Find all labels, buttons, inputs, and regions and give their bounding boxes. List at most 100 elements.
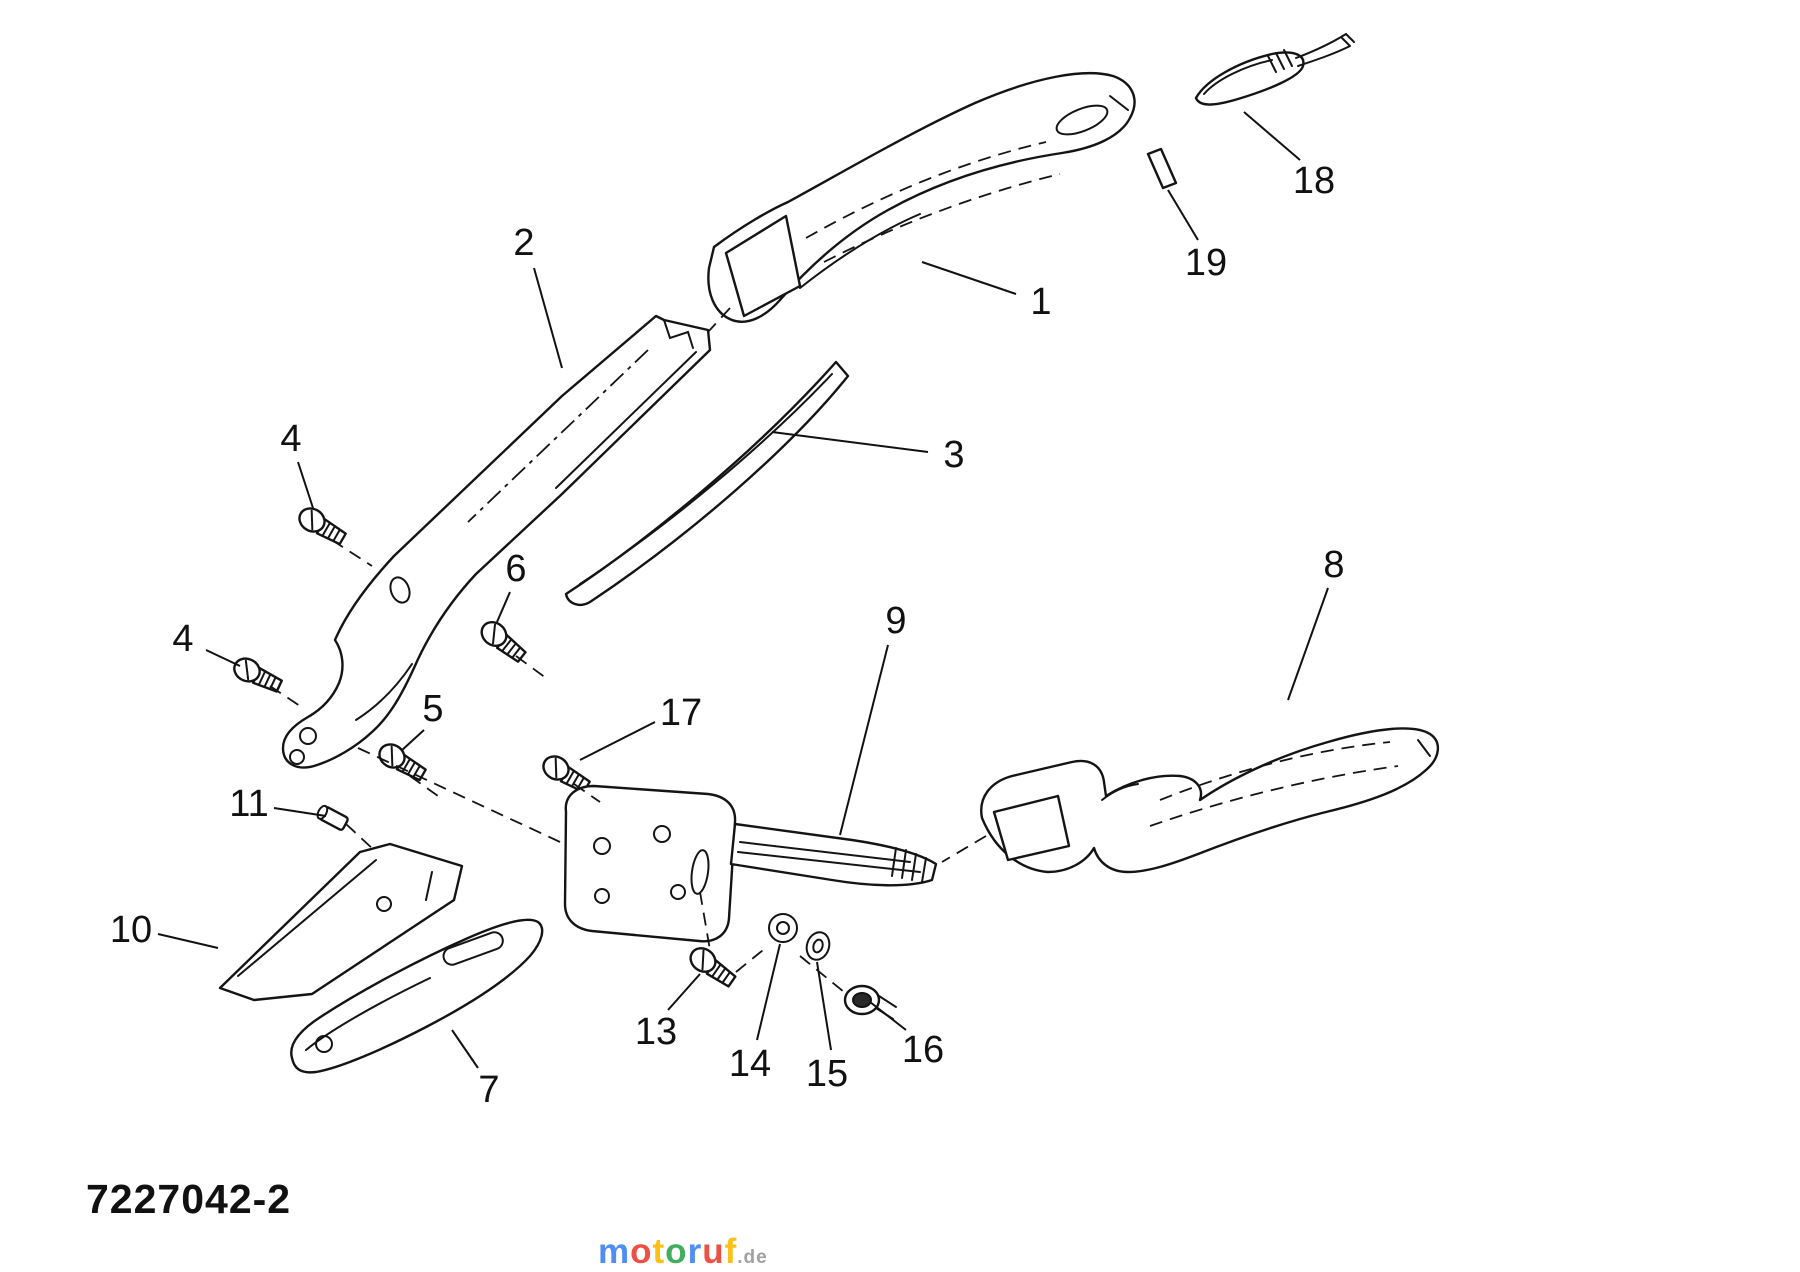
part-2-oval-hole [389,576,411,604]
part-label-17: 17 [660,692,702,734]
part-1-socket-opening [724,214,802,318]
leader-line-18 [1243,111,1301,161]
part-15-washer [805,931,831,961]
leader-line-7 [451,1029,479,1069]
part-label-18: 18 [1293,160,1335,202]
assembly-line-5-to-head [409,775,439,797]
part-2-lower-edge-line [555,351,697,489]
part-16-center [852,992,872,1008]
part-4-screw-top [294,502,350,549]
drawing-number: 7227042-2 [86,1176,292,1222]
watermark-suffix: .de [737,1247,768,1268]
part-9-grooves [737,841,921,873]
part-label-14: 14 [729,1043,771,1085]
watermark-letter: r [687,1232,703,1271]
leader-line-16 [869,1001,907,1031]
part-label-19: 19 [1185,242,1227,284]
part-9-slot [690,849,710,895]
watermark-logo: motoruf.de [598,1232,768,1272]
watermark-letter: o [665,1232,688,1271]
part-13-screw [684,942,740,991]
leader-line-19 [1167,189,1199,241]
part-9-serrations [891,847,927,883]
part-1-hang-slot [1055,104,1109,136]
part-18-inner-cord [1203,59,1273,95]
part-10-hole [376,896,392,912]
part-19-pin [1146,147,1178,190]
leader-line-5 [400,729,425,752]
part-label-8: 8 [1323,544,1344,586]
part-6-screw [475,616,531,667]
part-8-mold-line-2 [1149,765,1399,827]
part-18-lanyard [1194,33,1355,106]
part-1-mold-line-1 [805,141,1047,239]
part-7-outline [290,918,544,1074]
assembly-line-11-to-blade [345,823,375,851]
leader-line-8 [1287,587,1329,701]
part-label-4: 4 [280,418,301,460]
part-2-outline [281,314,712,769]
part-label-7: 7 [478,1069,499,1111]
assembly-line-13-to-14 [735,945,769,973]
part-2-upper-arm [281,314,712,769]
part-label-13: 13 [635,1011,677,1053]
assembly-lines [269,307,987,993]
part-10-notch [425,871,433,901]
watermark-letter: u [702,1232,725,1271]
assembly-line-15-to-16 [799,955,845,993]
part-14-washer [768,913,798,943]
assembly-line-head-to-body [357,747,561,843]
part-9-hole-4 [670,884,686,900]
assembly-line-8-to-arm [941,835,987,863]
part-9-body [563,784,938,943]
part-1-outline [707,71,1136,323]
part-label-16: 16 [902,1029,944,1071]
part-9-hole-2 [653,825,671,843]
leader-line-11 [273,807,327,817]
part-7-counter-blade [290,918,544,1074]
leader-line-9 [839,644,889,836]
part-3-blade-spring [564,360,850,606]
watermark-letter: t [652,1232,666,1271]
part-1-inner-edge [799,213,921,289]
part-label-6: 6 [505,548,526,590]
assembly-line-4-to-arm [331,539,373,567]
part-9-plate [563,784,737,943]
assembly-line-17-to-plate [573,783,601,803]
part-7-hole [315,1035,333,1053]
part-label-9: 9 [885,600,906,642]
part-1-mold-line-2 [823,173,1061,263]
part-label-4: 4 [172,618,193,660]
part-label-3: 3 [943,434,964,476]
part-label-1: 1 [1030,281,1051,323]
part-label-15: 15 [806,1053,848,1095]
part-18-frayed-ends [1295,33,1355,67]
part-8-tip-notch [1417,739,1431,757]
part-1-tip-notch [1109,95,1129,111]
part-9-hole-3 [594,888,610,904]
part-8-lower-handle [980,727,1439,874]
part-2-tip-teeth [663,319,694,349]
part-1-upper-handle [707,71,1136,323]
part-19-outline [1146,147,1178,190]
part-3-inner-curve [579,373,833,585]
watermark-letter: f [724,1232,738,1271]
leader-line-4 [297,461,314,509]
part-10-bevel-line [237,859,377,977]
watermark-letter: o [630,1232,653,1271]
part-11-pin [316,804,349,831]
part-15-inner [812,938,824,954]
part-8-socket-opening [992,794,1071,862]
assembly-line-slot-to-13 [699,891,711,951]
part-2-centerline [467,349,649,523]
leader-line-17 [579,721,656,761]
part-18-wrap [1267,49,1293,73]
part-label-2: 2 [513,222,534,264]
watermark-letter: m [598,1232,631,1271]
leader-line-6 [496,591,511,623]
part-10-outline [218,842,464,1002]
leader-line-15 [816,961,832,1051]
part-8-finger-notch [1101,783,1139,801]
